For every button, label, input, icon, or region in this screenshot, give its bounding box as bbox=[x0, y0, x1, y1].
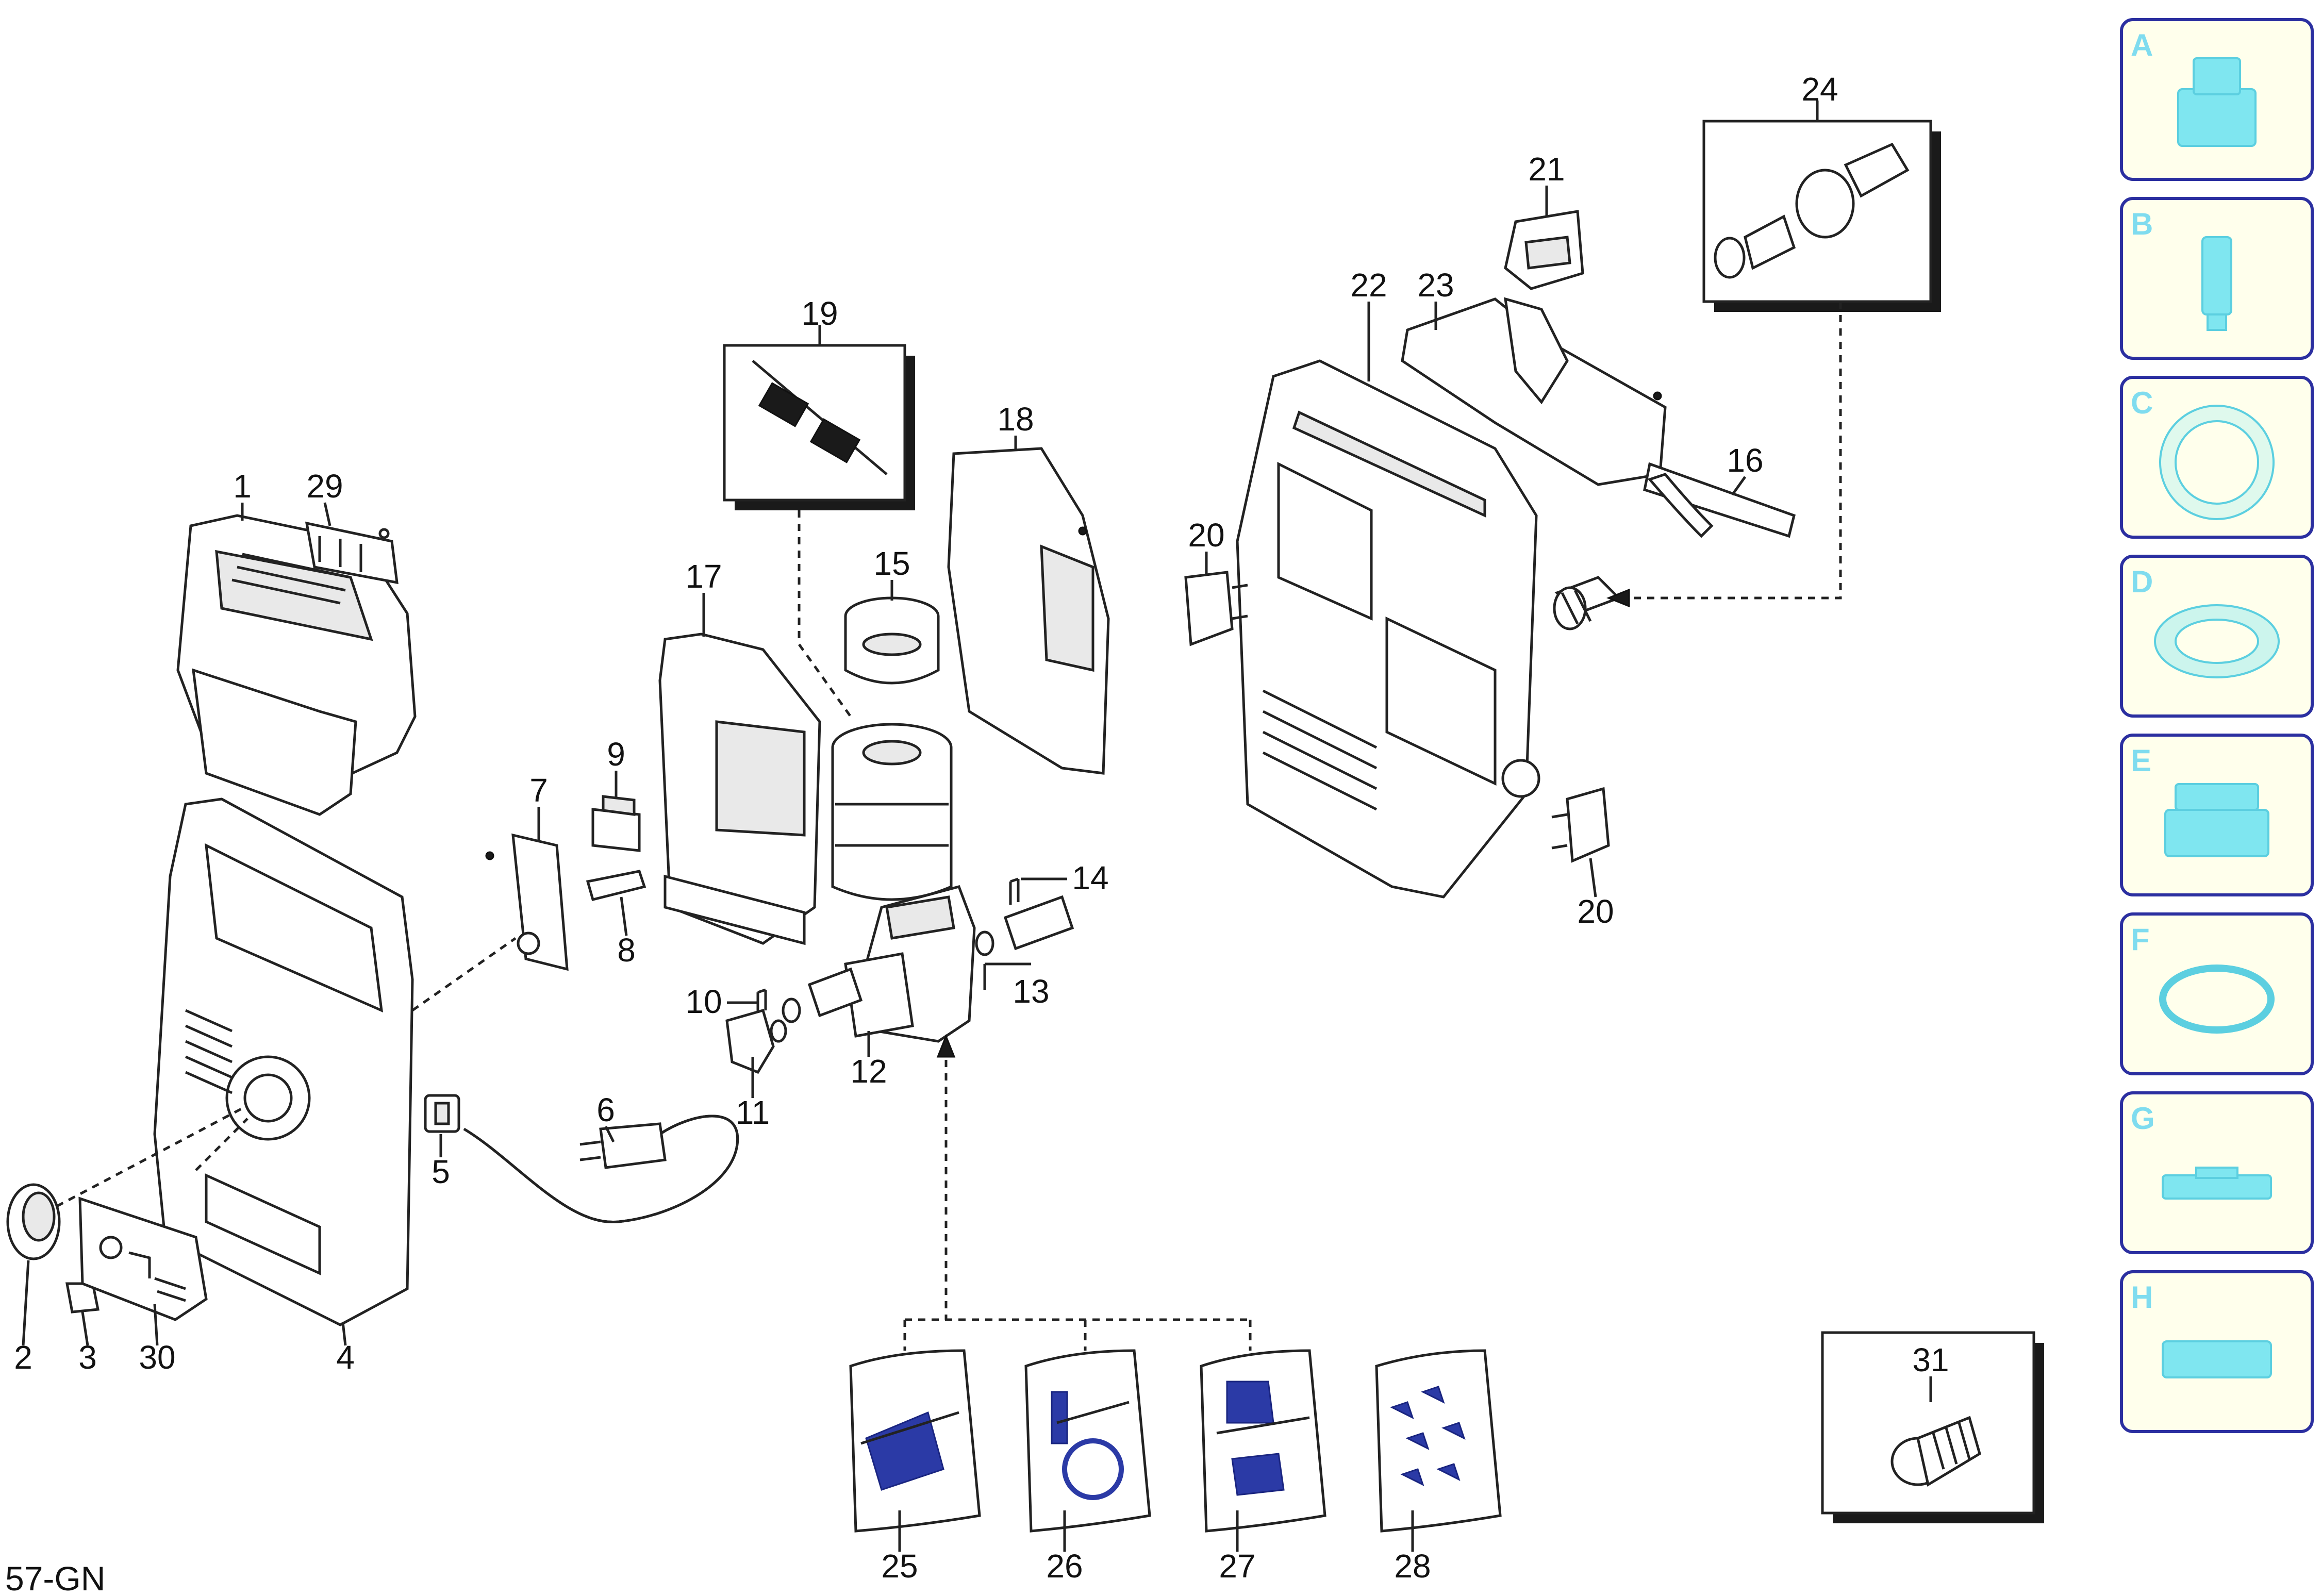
part-16-hose-strap bbox=[1643, 462, 1796, 538]
legend-item-h: H bbox=[2120, 1270, 2314, 1433]
label-22: 22 bbox=[1350, 267, 1387, 304]
part-18-motor-housing-right bbox=[947, 447, 1110, 775]
stepped-seal-icon bbox=[2164, 783, 2269, 857]
part-number-labels: 1 29 2 3 30 4 5 6 7 8 9 10 11 12 13 14 1… bbox=[14, 71, 1949, 1585]
label-26: 26 bbox=[1046, 1548, 1083, 1585]
flat-gasket-icon bbox=[2159, 405, 2275, 520]
kit-28-bag bbox=[1375, 1349, 1502, 1533]
leader-panel bbox=[195, 1118, 248, 1171]
leader-knob bbox=[56, 1107, 243, 1208]
legend-letter: F bbox=[2131, 922, 2150, 957]
legend-letter: B bbox=[2131, 207, 2153, 241]
legend-item-b: B bbox=[2120, 197, 2314, 360]
legend-letter: E bbox=[2131, 743, 2151, 778]
label-15: 15 bbox=[873, 545, 910, 582]
part-inlet-connector bbox=[782, 967, 863, 1023]
legend-item-e: E bbox=[2120, 734, 2314, 896]
part-31-quick-coupling-box bbox=[1821, 1331, 2044, 1523]
label-8: 8 bbox=[617, 932, 636, 969]
part-13-outlet-fitting bbox=[975, 895, 1074, 956]
part-2-knob bbox=[6, 1183, 61, 1260]
label-20-lower: 20 bbox=[1577, 893, 1614, 930]
o-ring-icon bbox=[2159, 965, 2275, 1034]
part-20-clip-upper bbox=[1184, 571, 1248, 646]
legend-item-f: F bbox=[2120, 912, 2314, 1075]
label-7: 7 bbox=[529, 772, 548, 809]
part-motor-body bbox=[831, 723, 953, 901]
part-17-motor-housing-left bbox=[658, 633, 821, 945]
leader-switch bbox=[411, 937, 517, 1012]
part-6-power-cord bbox=[463, 1115, 739, 1223]
legend-letter: C bbox=[2131, 386, 2153, 420]
leader-inlet-kit bbox=[1619, 302, 1842, 600]
part-12-pump-head bbox=[844, 885, 976, 1043]
part-19-brush-kit-box bbox=[723, 325, 915, 510]
seal-ring-icon bbox=[2154, 604, 2280, 678]
label-14: 14 bbox=[1072, 859, 1108, 896]
legend-letter: H bbox=[2131, 1280, 2153, 1315]
label-29: 29 bbox=[306, 468, 343, 505]
part-11-inlet-elbow bbox=[725, 1008, 787, 1074]
part-inlet-coupling bbox=[1553, 576, 1621, 630]
part-8-plug-pin bbox=[586, 870, 646, 902]
label-27: 27 bbox=[1219, 1548, 1255, 1585]
label-12: 12 bbox=[850, 1053, 887, 1090]
part-1-handle-cover bbox=[176, 514, 417, 816]
part-22-chassis bbox=[1236, 359, 1540, 899]
backup-ring-icon bbox=[2162, 1167, 2272, 1200]
kit-27-bag bbox=[1200, 1349, 1326, 1533]
part-30-switch-panel bbox=[78, 1196, 208, 1321]
label-6: 6 bbox=[596, 1091, 615, 1128]
label-9: 9 bbox=[607, 736, 625, 773]
adapter-cap-icon bbox=[2177, 57, 2257, 147]
legend-letter: A bbox=[2131, 28, 2153, 62]
kit-25-bag bbox=[849, 1349, 981, 1533]
filter-tube-icon bbox=[2201, 236, 2232, 331]
part-5-cord-grommet bbox=[424, 1094, 460, 1133]
label-5: 5 bbox=[432, 1153, 450, 1190]
part-29-label-plate bbox=[305, 521, 399, 585]
part-7-control-board bbox=[485, 833, 569, 971]
leader-brushes bbox=[798, 510, 852, 718]
label-21: 21 bbox=[1528, 151, 1565, 188]
legend-panel: A B C D E F G H bbox=[2120, 18, 2314, 1433]
legend-item-a: A bbox=[2120, 18, 2314, 181]
label-19: 19 bbox=[801, 295, 838, 332]
part-15-motor-cap bbox=[844, 596, 940, 685]
legend-letter: G bbox=[2131, 1101, 2155, 1136]
part-9-switch bbox=[591, 795, 641, 852]
label-25: 25 bbox=[881, 1548, 918, 1585]
label-23: 23 bbox=[1417, 267, 1454, 304]
label-24: 24 bbox=[1801, 71, 1838, 108]
kit-26-bag bbox=[1024, 1349, 1151, 1533]
diagram-code: 57-GN bbox=[5, 1559, 105, 1596]
label-28: 28 bbox=[1394, 1548, 1431, 1585]
label-18: 18 bbox=[997, 401, 1034, 438]
legend-letter: D bbox=[2131, 564, 2153, 599]
label-1: 1 bbox=[233, 468, 252, 505]
label-17: 17 bbox=[685, 558, 722, 595]
part-14-clip bbox=[1009, 877, 1020, 905]
legend-item-d: D bbox=[2120, 555, 2314, 718]
label-31: 31 bbox=[1912, 1341, 1949, 1378]
arrow-kits bbox=[936, 1034, 956, 1058]
label-16: 16 bbox=[1727, 442, 1763, 479]
label-11: 11 bbox=[736, 1094, 770, 1131]
part-20-clip-lower bbox=[1551, 787, 1610, 863]
arrow-inlet-kit bbox=[1606, 588, 1630, 608]
part-23-handle bbox=[1401, 297, 1667, 486]
label-13: 13 bbox=[1013, 973, 1049, 1010]
part-24-inlet-kit-box bbox=[1702, 101, 1941, 312]
part-21-hose-hook bbox=[1504, 210, 1584, 290]
legend-item-g: G bbox=[2120, 1091, 2314, 1254]
bushing-icon bbox=[2162, 1340, 2272, 1378]
leader-kits bbox=[903, 1046, 1252, 1351]
label-10: 10 bbox=[685, 983, 722, 1020]
label-20-upper: 20 bbox=[1188, 517, 1224, 554]
legend-item-c: C bbox=[2120, 376, 2314, 539]
